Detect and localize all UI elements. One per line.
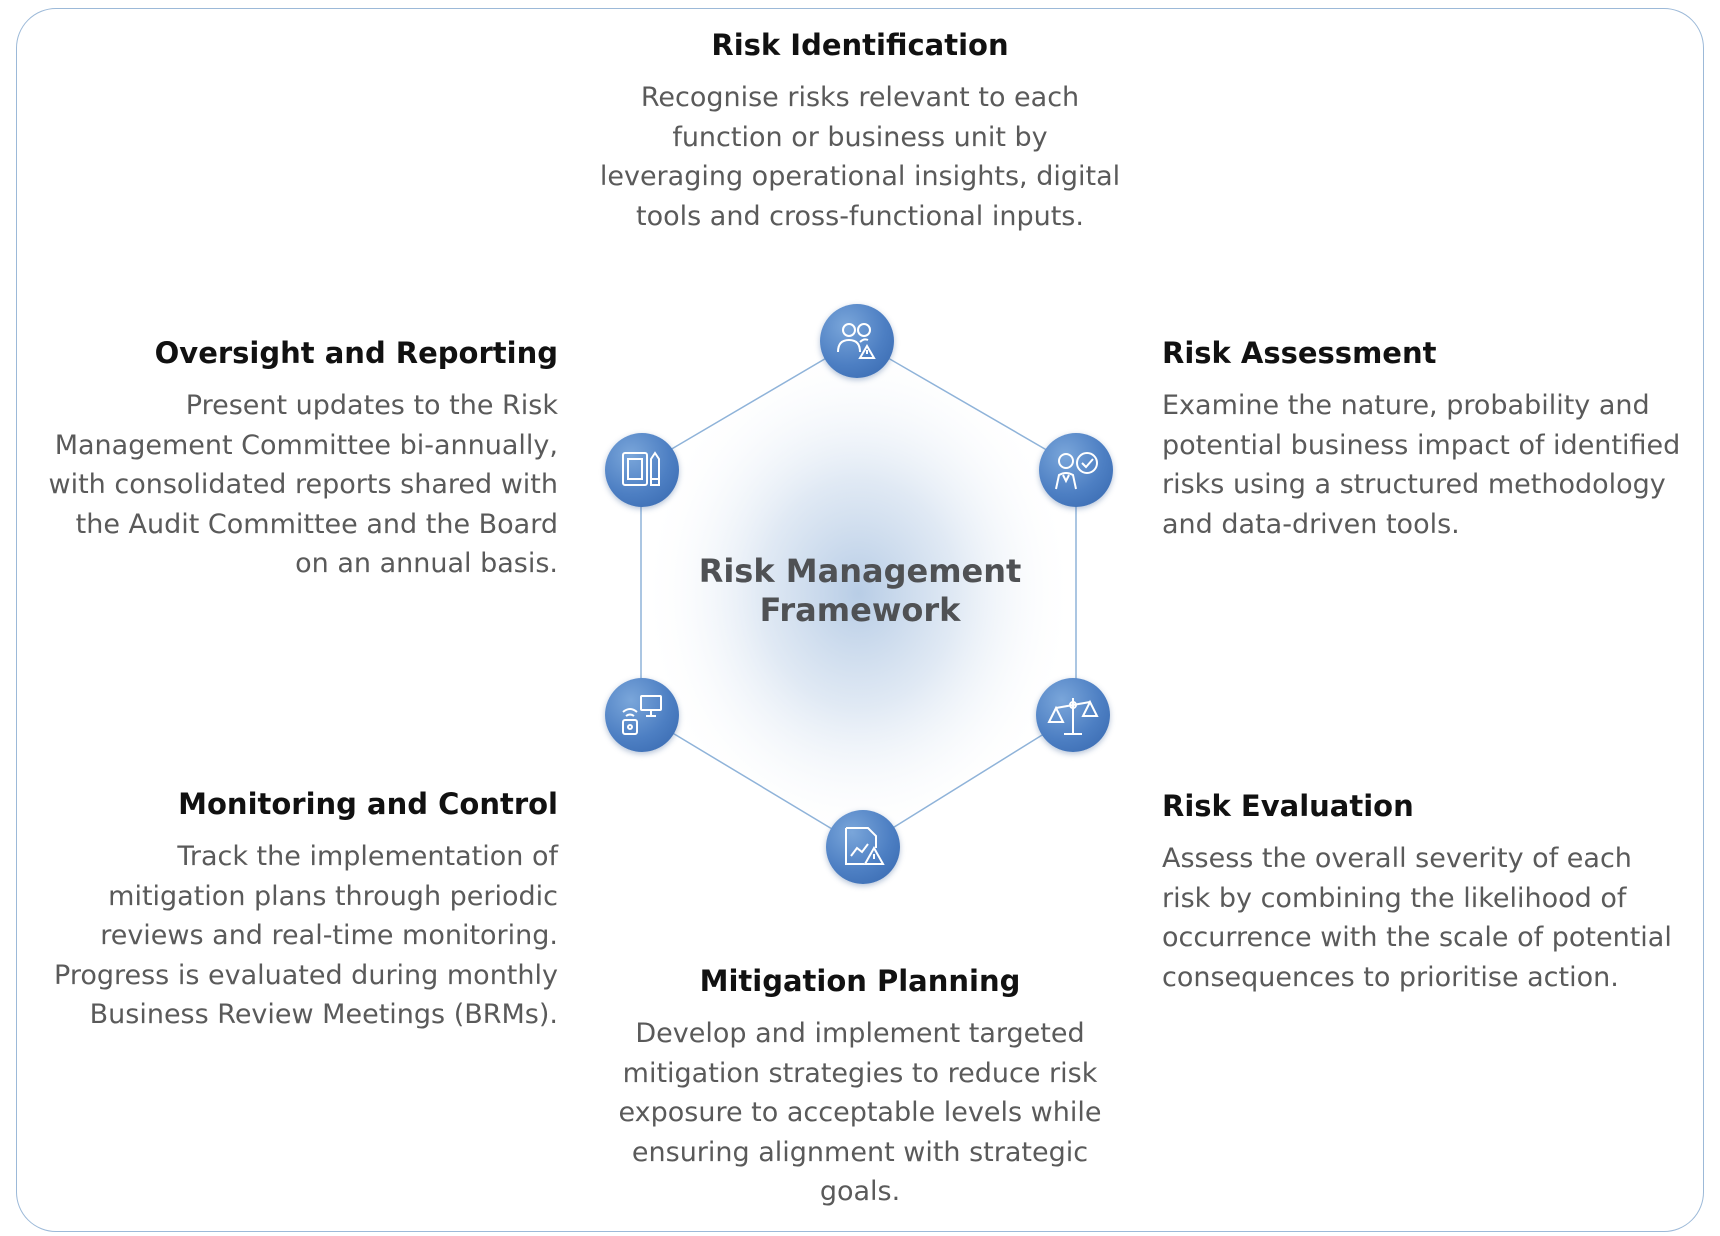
stage-title: Risk Identification [711,28,1009,62]
stage-oversight-and-reporting: Oversight and Reporting Present updates … [40,334,559,584]
desc-line: occurrence with the scale of potential [1162,922,1672,953]
desc-line: Examine the nature, probability and [1162,390,1650,421]
desc-line: Develop and implement targeted [635,1018,1085,1049]
stage-description: Track the implementation of mitigation p… [40,837,558,1035]
stage-risk-evaluation: Risk Evaluation Assess the overall sever… [1162,787,1682,997]
desc-line: Progress is evaluated during monthly [54,959,558,991]
scales-icon [1036,678,1110,752]
desc-line: function or business unit by [672,121,1048,153]
stage-risk-assessment: Risk Assessment Examine the nature, prob… [1162,334,1682,544]
notebook-pen-icon [605,433,679,507]
desc-line: exposure to acceptable levels while [618,1097,1102,1128]
people-warning-icon [820,304,894,378]
framework-title-line2: Framework [759,591,961,629]
desc-line: Track the implementation of [177,841,558,872]
person-check-icon [1039,433,1113,507]
stage-title: Risk Evaluation [1162,789,1414,823]
stage-title: Mitigation Planning [699,964,1021,998]
desc-line: the Audit Committee and the Board [75,508,558,540]
desc-line: Management Committee bi-annually, [54,429,558,461]
desc-line: consequences to prioritise action. [1162,961,1619,993]
stage-title: Monitoring and Control [178,787,558,821]
desc-line: ensuring alignment with strategic [631,1136,1089,1168]
desc-line: Recognise risks relevant to each [640,82,1080,113]
monitor-lock-icon [605,678,679,752]
desc-line: goals. [819,1176,901,1207]
stage-mitigation-planning: Mitigation Planning Develop and implemen… [560,962,1160,1212]
stage-description: Recognise risks relevant to each functio… [560,78,1160,236]
desc-line: Business Review Meetings (BRMs). [89,999,558,1030]
desc-line: tools and cross-functional inputs. [636,200,1084,232]
desc-line: mitigation plans through periodic [108,880,558,912]
stage-description: Assess the overall severity of each risk… [1162,839,1682,997]
stage-description: Develop and implement targeted mitigatio… [560,1014,1160,1212]
desc-line: reviews and real-time monitoring. [100,920,558,951]
desc-line: mitigation strategies to reduce risk [622,1057,1098,1089]
desc-line: risks using a structured methodology [1162,469,1666,500]
diagram-frame [16,8,1704,1232]
framework-title-line1: Risk Management [698,552,1022,590]
stage-description: Examine the nature, probability and pote… [1162,386,1682,544]
stage-monitoring-and-control: Monitoring and Control Track the impleme… [40,785,558,1035]
stage-risk-identification: Risk Identification Recognise risks rele… [560,26,1160,236]
stage-title: Oversight and Reporting [154,336,558,370]
stage-title: Risk Assessment [1162,336,1437,370]
chart-warning-icon [826,810,900,884]
desc-line: and data-driven tools. [1162,508,1460,540]
desc-line: on an annual basis. [295,548,558,579]
framework-title: Risk Management Framework [660,552,1060,630]
desc-line: with consolidated reports shared with [48,469,559,500]
hexagon-fill [641,340,1076,847]
desc-line: risk by combining the likelihood of [1162,882,1627,914]
desc-line: Present updates to the Risk [185,390,558,421]
desc-line: leveraging operational insights, digital [599,161,1121,192]
desc-line: potential business impact of identified [1162,429,1681,461]
desc-line: Assess the overall severity of each [1162,843,1632,874]
stage-description: Present updates to the Risk Management C… [40,386,559,584]
